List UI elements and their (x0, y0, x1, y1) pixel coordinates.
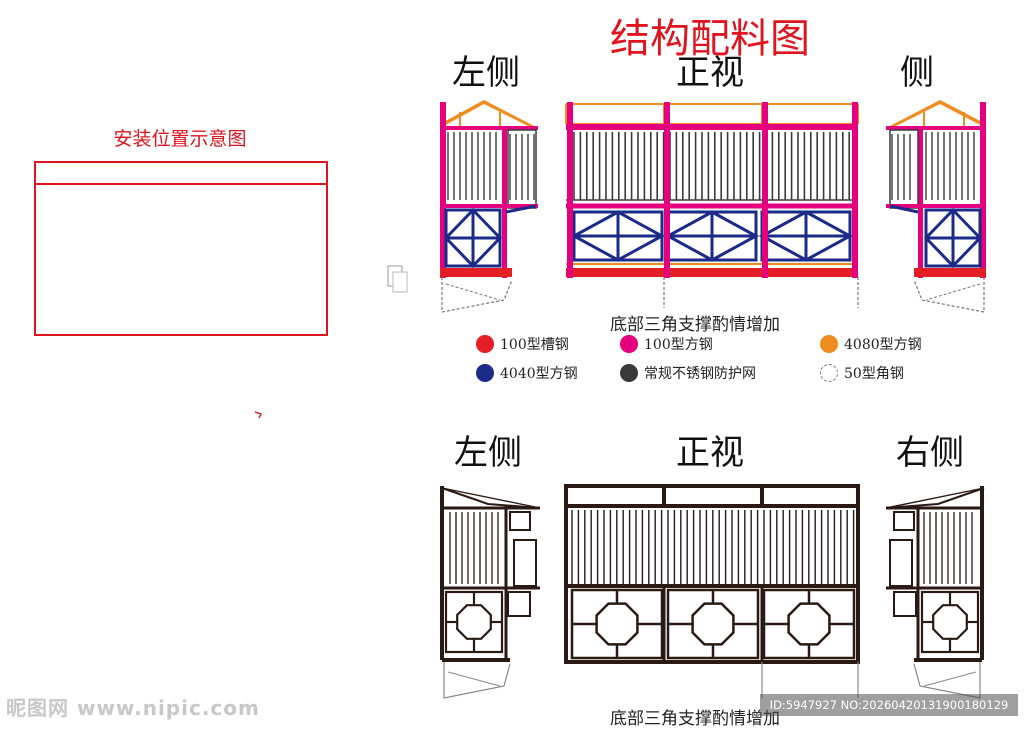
install-position-box (34, 161, 328, 336)
bottom-channel-100 (566, 268, 858, 277)
post-100 (440, 102, 446, 278)
legend-label: 4040型方钢 (500, 366, 578, 382)
lattice-octagon (932, 604, 968, 640)
roof-4080 (440, 100, 538, 130)
post-100 (664, 102, 670, 278)
side-step (507, 591, 531, 617)
post-100 (980, 102, 986, 278)
square-steel-4040-swatch-icon (476, 364, 494, 382)
post-100 (852, 102, 858, 278)
watermark-id: ID:5947927 NO:20260420131900180129 (760, 694, 1018, 716)
legend-label: 100型槽钢 (500, 337, 569, 353)
brace-4040 (505, 204, 537, 214)
angle-steel-swatch-icon (820, 364, 838, 382)
lattice-diamond (923, 207, 983, 269)
lattice-diamond (758, 210, 854, 262)
support-angle (923, 671, 977, 687)
roof-line (885, 487, 985, 509)
square-steel-4080-swatch-icon (820, 335, 838, 353)
support-angle (445, 283, 501, 301)
front-view-label-colored: 正视 (676, 53, 744, 93)
lattice-octagon (691, 602, 735, 646)
legend-item: 4080型方钢 (820, 334, 922, 354)
legend-label: 100型方钢 (644, 337, 713, 353)
right-view-label-colored: 侧 (900, 53, 934, 93)
post-100 (567, 102, 573, 278)
post-100 (502, 128, 507, 278)
lattice-diamond (443, 207, 503, 269)
legend-label: 50型角钢 (844, 366, 904, 382)
channel-steel-swatch-icon (476, 335, 494, 353)
legend-item: 4040型方钢 (476, 363, 578, 383)
legend-item: 50型角钢 (820, 363, 904, 383)
lattice-octagon (787, 602, 831, 646)
stainless-mesh-swatch-icon (620, 364, 638, 382)
side-step (893, 511, 915, 531)
cursor-mark-icon (254, 411, 263, 419)
lattice-diamond (664, 210, 760, 262)
legend-label: 常规不锈钢防护网 (644, 366, 756, 382)
legend-item: 100型方钢 (620, 334, 713, 354)
bottom-support-note-colored: 底部三角支撑酌情增加 (610, 315, 780, 335)
side-cage (513, 539, 537, 587)
top-beam-100 (566, 124, 858, 130)
side-cage (889, 539, 913, 587)
lattice-octagon (595, 602, 639, 646)
square-steel-100-swatch-icon (620, 335, 638, 353)
left-view-label-bw: 左侧 (454, 433, 522, 473)
support-angle (447, 671, 501, 687)
install-top-strip (36, 183, 326, 185)
bottom-channel-100 (914, 268, 986, 277)
support-angle (913, 662, 981, 699)
front-view-label-bw: 正视 (676, 433, 744, 473)
legend-item: 100型槽钢 (476, 334, 569, 354)
support-angle (441, 277, 513, 313)
post-100 (918, 128, 923, 278)
support-angle (925, 283, 981, 301)
legend-label: 4080型方钢 (844, 337, 922, 353)
install-diagram-title: 安装位置示意图 (113, 128, 247, 150)
watermark-site: 昵图网 www.nipic.com (6, 696, 260, 720)
outer-frame (564, 484, 860, 664)
side-step (893, 591, 917, 617)
brace-4040 (889, 204, 919, 214)
support-angle (443, 662, 511, 699)
document-icon (392, 271, 408, 293)
lattice-diamond (570, 210, 666, 262)
left-view-label-colored: 左侧 (452, 53, 520, 93)
support-angle (913, 277, 985, 313)
material-legend: 100型槽钢 100型方钢 4080型方钢 4040型方钢 常规不锈钢防护网 5… (474, 332, 954, 390)
right-view-label-bw: 右侧 (896, 433, 964, 473)
side-step (509, 511, 531, 531)
roof-line (441, 487, 541, 509)
lattice-octagon (456, 604, 492, 640)
bottom-support-note-bw: 底部三角支撑酌情增加 (610, 709, 780, 729)
roof-4080 (886, 100, 986, 130)
bottom-channel-100 (440, 268, 512, 277)
post-100 (762, 102, 768, 278)
page-title: 结构配料图 (610, 16, 810, 62)
legend-item: 常规不锈钢防护网 (620, 363, 756, 383)
